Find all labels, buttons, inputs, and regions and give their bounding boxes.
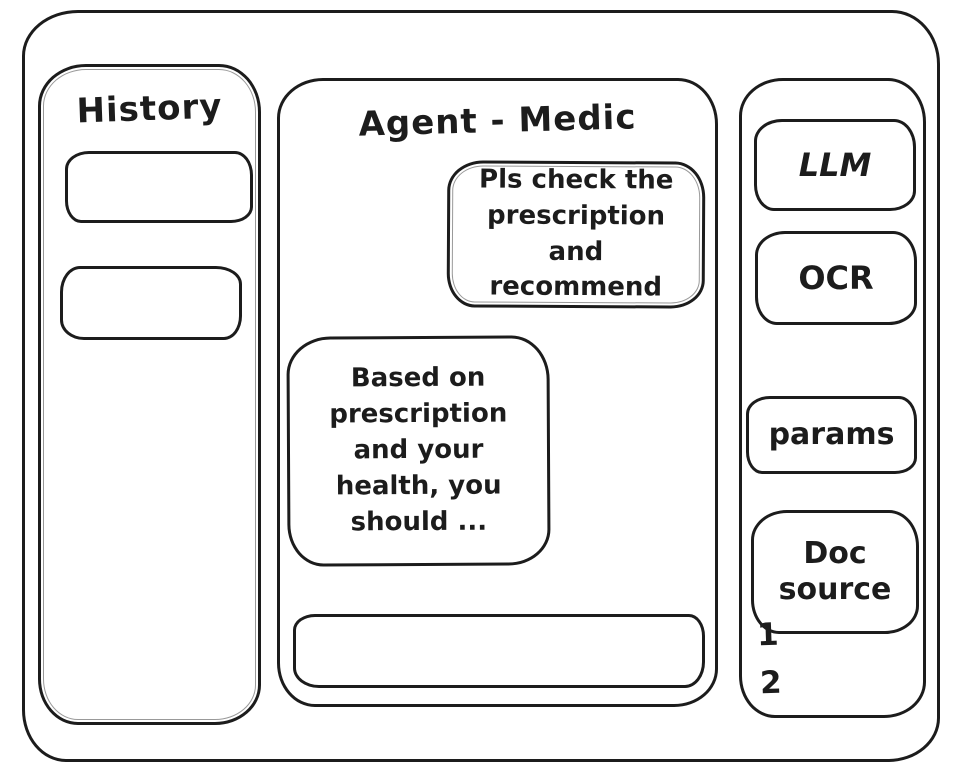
assistant-message-text: Based on prescription and your health, y…	[329, 362, 508, 538]
doc-source-button[interactable]: Doc source	[751, 510, 919, 634]
doc-source-item-1[interactable]: 1	[756, 616, 780, 654]
history-panel: History	[38, 64, 261, 725]
user-message-bubble: Pls check the prescription and recommend	[446, 160, 706, 309]
user-message-text: Pls check the prescription and recommend	[479, 164, 674, 303]
history-title: History	[75, 86, 224, 132]
chat-panel: Agent - Medic Pls check the prescription…	[277, 78, 718, 707]
chat-input[interactable]	[293, 614, 705, 688]
history-item[interactable]	[65, 151, 253, 223]
llm-button[interactable]: LLM	[754, 119, 916, 211]
ocr-button[interactable]: OCR	[755, 231, 917, 325]
history-item[interactable]	[60, 266, 242, 340]
chat-title: Agent - Medic	[358, 97, 637, 145]
tools-panel: LLM OCR params Doc source 1 2	[739, 78, 926, 718]
assistant-message-bubble: Based on prescription and your health, y…	[286, 335, 551, 567]
params-button[interactable]: params	[746, 396, 917, 474]
doc-source-item-2[interactable]: 2	[759, 664, 783, 702]
